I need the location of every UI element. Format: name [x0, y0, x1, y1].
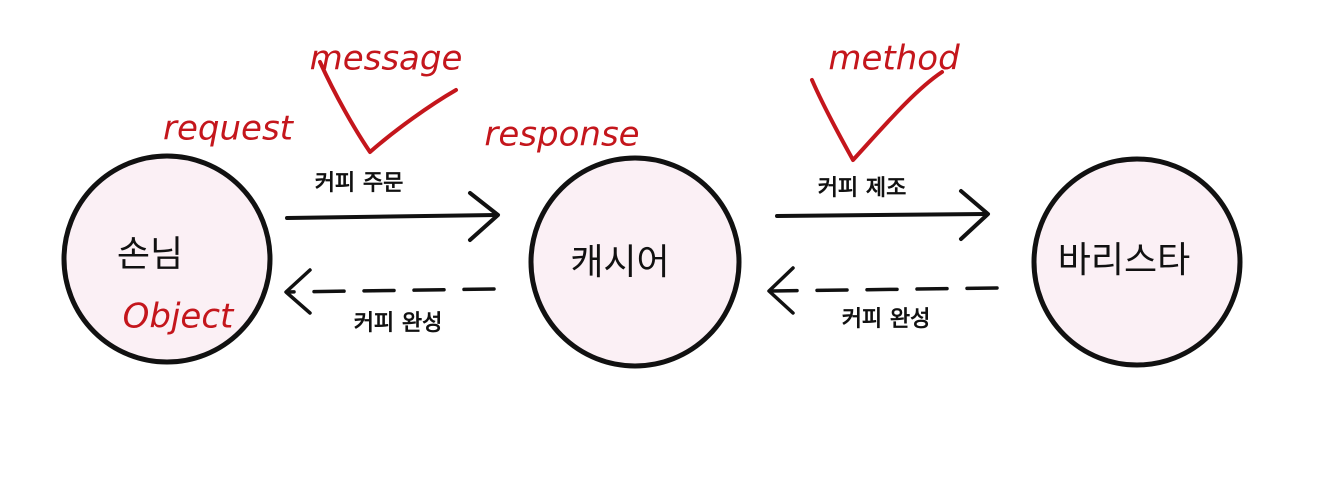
annotation-request: request — [163, 109, 295, 149]
node-cashier: 캐시어 — [528, 155, 742, 369]
edge-label-order: 커피 주문 — [315, 171, 404, 196]
arrow-order — [285, 191, 500, 242]
annotation-message: message — [310, 39, 463, 79]
edge-label-done-to-cashier: 커피 완성 — [842, 307, 931, 332]
arrow-done-to-cashier — [767, 266, 999, 315]
edge-label-done-to-customer: 커피 완성 — [354, 311, 443, 336]
annotation-method: method — [828, 39, 960, 79]
check-mark-method — [810, 70, 944, 162]
node-customer: 손님 — [61, 153, 273, 365]
edge-label-make: 커피 제조 — [818, 176, 907, 201]
arrow-done-to-customer-line — [286, 287, 496, 294]
node-customer-label: 손님 — [117, 234, 183, 275]
node-cashier-label: 캐시어 — [570, 242, 669, 283]
arrow-done-to-cashier-head — [767, 266, 795, 315]
annotation-response: response — [484, 115, 639, 155]
arrow-done-to-customer-head — [284, 268, 312, 315]
check-mark-message — [318, 60, 458, 154]
arrow-order-head — [468, 191, 500, 242]
arrow-order-line — [285, 213, 498, 220]
arrow-make — [775, 189, 990, 241]
arrow-done-to-cashier-line — [769, 286, 999, 293]
arrow-done-to-customer — [284, 268, 496, 315]
node-barista: 바리스타 — [1031, 156, 1243, 368]
arrow-make-line — [775, 212, 988, 218]
node-barista-label: 바리스타 — [1058, 240, 1190, 281]
node-cashier-circle — [528, 155, 742, 369]
node-customer-circle — [61, 153, 273, 365]
node-barista-circle — [1031, 156, 1243, 368]
annotation-object: Object — [123, 297, 235, 337]
arrow-make-head — [959, 189, 990, 241]
